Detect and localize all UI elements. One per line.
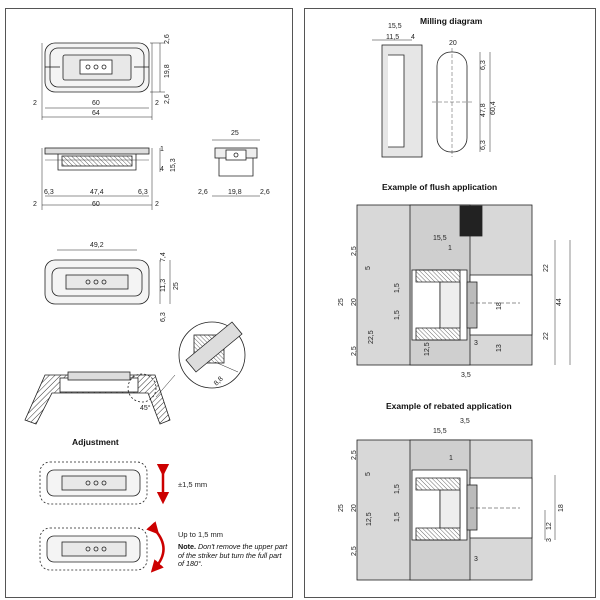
dim-front-2-6-top: 2,6 (164, 34, 171, 44)
dim-rebated-25: 25 (338, 504, 345, 512)
dim-front-2-left: 2 (33, 100, 37, 107)
dim-front-60: 60 (92, 100, 100, 107)
dim-rebated-12-5: 12,5 (366, 512, 373, 526)
dim-flush-12-5: 12,5 (424, 342, 431, 356)
flush-application (356, 204, 571, 366)
dim-striker-25: 25 (173, 282, 180, 290)
dim-section-6-3-l: 6,3 (44, 189, 54, 196)
dim-flush-2-5-top: 2,5 (351, 246, 358, 256)
dim-rebated-1: 1 (449, 455, 453, 462)
dim-flush-18: 18 (496, 302, 503, 310)
dim-striker-49-2: 49,2 (90, 242, 104, 249)
dim-rebated-5: 5 (365, 472, 372, 476)
dim-milling-4: 4 (411, 34, 415, 41)
dim-milling-15-5: 15,5 (388, 23, 402, 30)
dim-flush-22-5: 22,5 (368, 330, 375, 344)
rebated-title: Example of rebated application (386, 401, 512, 411)
dim-milling-60-4: 60,4 (490, 101, 497, 115)
dim-rebated-3-side: 3 (546, 538, 553, 542)
dim-front-19-8: 19,8 (164, 64, 171, 78)
dim-side-19-8: 19,8 (228, 189, 242, 196)
dim-flush-3: 3 (474, 340, 478, 347)
section-view (41, 147, 161, 210)
dim-milling-47-8: 47,8 (480, 103, 487, 117)
dim-flush-13: 13 (496, 344, 503, 352)
dim-flush-22-top: 22 (543, 264, 550, 272)
dim-section-2-l: 2 (33, 201, 37, 208)
front-view (41, 42, 165, 120)
dim-side-2-6-l: 2,6 (198, 189, 208, 196)
dim-flush-1: 1 (448, 245, 452, 252)
dim-rebated-2-5-bot: 2,5 (351, 546, 358, 556)
dim-front-2-right: 2 (155, 100, 159, 107)
dim-milling-6-3-bot: 6,3 (480, 140, 487, 150)
dim-rebated-12: 12 (546, 522, 553, 530)
dim-section-4: 4 (160, 166, 164, 173)
dim-side-25: 25 (231, 130, 239, 137)
adjustment-range-1: ±1,5 mm (178, 480, 208, 489)
dim-front-64: 64 (92, 110, 100, 117)
adjustment-range-2: Up to 1,5 mm (178, 530, 224, 539)
right-page-frame (304, 8, 596, 598)
dim-milling-11-5: 11,5 (386, 34, 400, 41)
adjustment-note-label: Note. (178, 542, 196, 551)
dim-rebated-3-5: 3,5 (460, 418, 470, 425)
dim-striker-11-3: 11,3 (160, 278, 167, 292)
dim-flush-3-5: 3,5 (461, 372, 471, 379)
dim-rebated-15-5: 15,5 (433, 428, 447, 435)
dim-striker-6-3: 6,3 (160, 312, 167, 322)
dim-flush-1-5-a: 1,5 (394, 283, 401, 293)
dim-detail-45: 45° (140, 405, 151, 412)
striker-view (44, 249, 171, 305)
adjustment-arrow-2 (146, 521, 165, 573)
dim-rebated-1-5-a: 1,5 (394, 484, 401, 494)
dim-striker-7-4: 7,4 (160, 252, 167, 262)
dim-section-2-r: 2 (155, 201, 159, 208)
dim-rebated-20: 20 (351, 504, 358, 512)
left-page-frame (5, 8, 293, 598)
dim-flush-22-bot: 22 (543, 332, 550, 340)
dim-rebated-3-bot: 3 (474, 556, 478, 563)
dim-flush-20: 20 (351, 298, 358, 306)
rebated-application (356, 439, 556, 581)
adjustment-note-text: Don't remove the upper part of the strik… (178, 542, 288, 569)
adjustment-title: Adjustment (72, 437, 119, 447)
dim-rebated-2-5-top: 2,5 (351, 450, 358, 460)
dim-section-1: 1 (160, 146, 164, 153)
side-view (212, 139, 260, 197)
dim-section-47-4: 47,4 (90, 189, 104, 196)
milling-diagram (372, 39, 491, 158)
dim-milling-6-3-top: 6,3 (480, 60, 487, 70)
dim-section-6-3-r: 6,3 (138, 189, 148, 196)
dim-flush-1-5-b: 1,5 (394, 310, 401, 320)
adjustment-view-1 (39, 461, 148, 505)
dim-flush-2-5-bot: 2,5 (351, 346, 358, 356)
dim-flush-25: 25 (338, 298, 345, 306)
dim-section-60: 60 (92, 201, 100, 208)
dim-section-15-3: 15,3 (170, 158, 177, 172)
dim-rebated-18: 18 (558, 504, 565, 512)
dim-flush-15-5: 15,5 (433, 235, 447, 242)
flush-title: Example of flush application (382, 182, 498, 192)
dim-flush-44: 44 (556, 298, 563, 306)
adjustment-view-2 (39, 527, 148, 571)
dim-flush-5: 5 (365, 266, 372, 270)
dim-milling-20: 20 (449, 40, 457, 47)
dim-front-2-6-bot: 2,6 (164, 94, 171, 104)
dim-rebated-1-5-b: 1,5 (394, 512, 401, 522)
dim-side-2-6-r: 2,6 (260, 189, 270, 196)
milling-title: Milling diagram (420, 16, 483, 26)
detail-view (24, 321, 246, 425)
adjustment-note: Note. Don't remove the upper part of the… (178, 542, 288, 569)
